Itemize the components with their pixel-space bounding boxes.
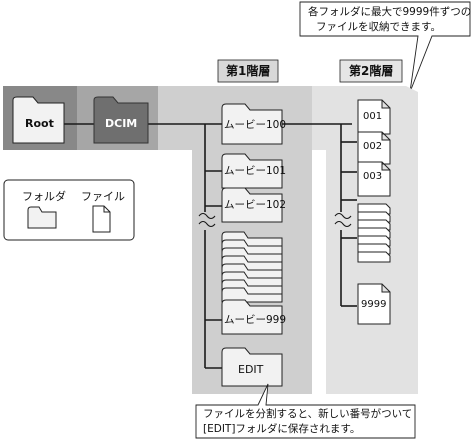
callout-bottom-line1: ファイルを分割すると、新しい番号がついて: [203, 408, 413, 420]
file-stack: [357, 203, 391, 263]
folder-stack: [221, 231, 283, 303]
file-icon-9999: [357, 283, 391, 325]
file-label-003: 003: [363, 171, 383, 182]
callout-bottom-line2: [EDIT]フォルダに保存されます。: [203, 423, 361, 435]
folder-icon-edit: [221, 347, 283, 387]
folder-label-102: ムービー102: [224, 199, 287, 211]
legend-file-label: ファイル: [81, 190, 125, 203]
file-icon-002: [357, 131, 391, 165]
file-label-001: 001: [363, 111, 383, 122]
callout-top-text: 各フォルダに最大で9999件ずつの ファイルを収納できます。: [308, 5, 471, 35]
folder-label-100: ムービー100: [224, 119, 287, 131]
folder-icon-100: [221, 103, 283, 145]
folder-label-edit: EDIT: [238, 363, 264, 376]
file-label-002: 002: [363, 141, 383, 152]
callout-top: [299, 1, 471, 93]
tier1-label: 第1階層: [226, 64, 271, 78]
root-label: Root: [25, 117, 54, 130]
callout-bottom: [195, 383, 416, 439]
folder-icon-101: [221, 153, 283, 189]
folder-label-101: ムービー101: [224, 165, 287, 177]
tier1-label-box: [217, 59, 279, 83]
legend-folder-label: フォルダ: [22, 190, 66, 203]
callout-top-line1: 各フォルダに最大で9999件ずつの: [308, 6, 472, 18]
legend-file-icon: [92, 205, 111, 233]
tier2-label-box: [339, 59, 403, 83]
legend-folder-icon: [27, 206, 57, 229]
folder-icon-999: [221, 299, 283, 335]
file-icon-003: [357, 161, 391, 197]
dcim-folder-icon: [93, 96, 149, 144]
file-label-9999: 9999: [361, 299, 387, 310]
tree-lines: [63, 123, 357, 369]
file-icon-001: [357, 99, 391, 135]
folder-icon-102: [221, 187, 283, 223]
root-folder-icon: [12, 96, 65, 144]
callout-top-line2: ファイルを収納できます。: [316, 21, 441, 33]
break-mark-tier1: [198, 212, 216, 228]
tier2-label: 第2階層: [349, 64, 394, 78]
dcim-label: DCIM: [105, 117, 138, 130]
callout-bottom-text: ファイルを分割すると、新しい番号がついて [EDIT]フォルダに保存されます。: [203, 407, 412, 437]
break-mark-tier2: [334, 212, 352, 228]
legend-box: [3, 179, 135, 241]
folder-label-999: ムービー999: [224, 314, 287, 326]
